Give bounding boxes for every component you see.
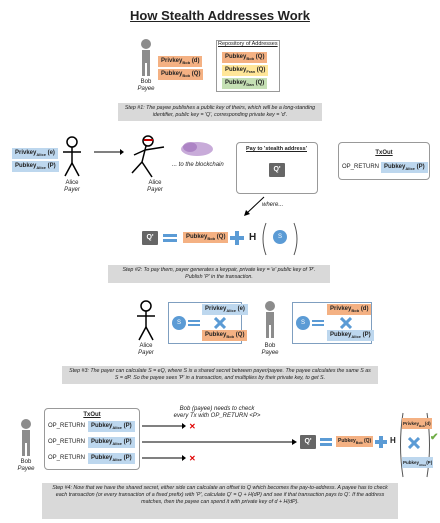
- smoke-cloud-icon: [181, 142, 213, 156]
- eq2-hash-h: H: [390, 436, 396, 445]
- repo-pubkey-dan: PubkeyDan (Q): [222, 78, 268, 89]
- txout-pubkey-alice: PubkeyAlice (P): [381, 162, 428, 173]
- pay-to-stealth-label: Pay to 'stealth address': [246, 146, 307, 152]
- alice-calc-privkey: PrivkeyAlice (e): [202, 304, 248, 315]
- fail-x-icon-2: ✕: [189, 454, 196, 463]
- bob-equals-icon: [312, 320, 324, 326]
- bob-calc-privkey: PrivkeyBob (d): [327, 304, 372, 315]
- pubkey-alice-chip: PubkeyAlice (P): [12, 161, 59, 172]
- ninja-throwing-figure: [131, 135, 165, 178]
- ninja-name-label: Alice: [148, 180, 162, 186]
- row2-op-return: OP_RETURN: [48, 439, 86, 445]
- eq2-privkey-bob: PrivkeyBob(d): [402, 418, 432, 429]
- arrow-down-left-icon: [244, 196, 265, 216]
- equals-icon: [163, 234, 177, 242]
- eq1-qprime: Q': [142, 231, 158, 245]
- ninja-payer-label: Payer: [147, 187, 163, 193]
- plus-icon: [230, 231, 244, 245]
- step1-caption: Step #1: The payee publishes a public ke…: [118, 103, 322, 121]
- alice-step3-payer: Payer: [138, 350, 154, 356]
- op-return-label: OP_RETURN: [342, 164, 380, 170]
- alice-name-label: Alice: [65, 180, 79, 186]
- row1-pubkey: PubkeyAlice (P): [88, 421, 135, 432]
- page-title: How Stealth Addresses Work: [130, 8, 310, 23]
- bob-step3-name: Bob: [264, 343, 276, 349]
- step4-caption: Step #4: Now that we have the shared sec…: [42, 483, 398, 519]
- eq2-multiply-icon: [408, 437, 420, 449]
- alice-s-circle: S: [172, 316, 186, 330]
- bob-name-label: Bob: [140, 79, 152, 85]
- eq2-equals-icon: [320, 438, 332, 446]
- success-check-icon: ✔: [430, 432, 439, 443]
- step2-caption: Step #2: To pay them, payer generates a …: [108, 265, 330, 283]
- txout-scroll: [338, 142, 430, 180]
- eq2-qprime: Q': [300, 435, 316, 449]
- bob-step3-payee: Payee: [261, 350, 279, 356]
- row3-pubkey: PubkeyAlice (P): [88, 453, 135, 464]
- eq2-pubkey-alice: PubkeyAlice(P): [402, 457, 434, 468]
- repo-pubkey-bob: PubkeyBob (Q): [222, 52, 268, 63]
- payer-label: Payer: [64, 187, 80, 193]
- alice-equals-icon: [188, 320, 200, 326]
- txout-header: TxOut: [375, 150, 393, 156]
- hash-h-label: H: [249, 232, 257, 243]
- bob-calc-pubkey: PubkeyAlice (P): [327, 330, 374, 341]
- repo-pubkey-fran: PubkeyFran (Q): [222, 65, 269, 76]
- alice-calc-pubkey: PubkeyBob (Q): [202, 330, 248, 341]
- stealth-scroll: [236, 142, 318, 194]
- alice-stick-figure: [63, 136, 81, 177]
- bob-multiply-icon: [340, 317, 352, 329]
- row2-pubkey: PubkeyAlice (P): [88, 437, 135, 448]
- bob-step3-figure: [265, 301, 275, 338]
- eq1-pubkey-bob: PubkeyBob (Q): [183, 232, 229, 243]
- qprime-chip: Q': [269, 163, 285, 177]
- bob-s-circle: S: [296, 316, 310, 330]
- alice-multiply-icon: [214, 317, 226, 329]
- bob-step4-name: Bob: [20, 459, 32, 465]
- secret-s-circle: S: [273, 230, 287, 244]
- bob-stick-figure: [141, 39, 151, 76]
- alice-step3-name: Alice: [139, 343, 153, 349]
- scan-arrows: [142, 423, 297, 461]
- row3-op-return: OP_RETURN: [48, 455, 86, 461]
- step4-txout-header: TxOut: [83, 412, 101, 418]
- eq2-plus-icon: [375, 436, 387, 448]
- alice-step3-figure: [137, 300, 155, 341]
- repository-title: Repository of Addresses: [218, 41, 278, 47]
- bob-step4-payee: Payee: [17, 466, 35, 472]
- fail-x-icon-1: ✕: [189, 422, 196, 431]
- row1-op-return: OP_RETURN: [48, 423, 86, 429]
- payee-label: Payee: [137, 86, 155, 92]
- arrow-right-icon: [94, 149, 124, 155]
- bob-step4-figure: [21, 419, 31, 456]
- privkey-bob-chip: PrivkeyBob (d): [158, 56, 203, 67]
- where-label: where...: [262, 202, 284, 208]
- step3-caption: Step #3: The payer can calculate S = eQ,…: [62, 366, 378, 384]
- to-blockchain-label: ... to the blockchain: [172, 162, 224, 168]
- bob-check-note: Bob (payee) needs to check every Tx with…: [173, 406, 261, 419]
- paren-bracket-icon: [262, 222, 298, 256]
- pubkey-bob-chip: PubkeyBob (Q): [158, 69, 204, 80]
- privkey-alice-chip: PrivkeyAlice (e): [12, 148, 58, 159]
- eq2-pubkey-bob: PubkeyBob (Q): [336, 436, 374, 447]
